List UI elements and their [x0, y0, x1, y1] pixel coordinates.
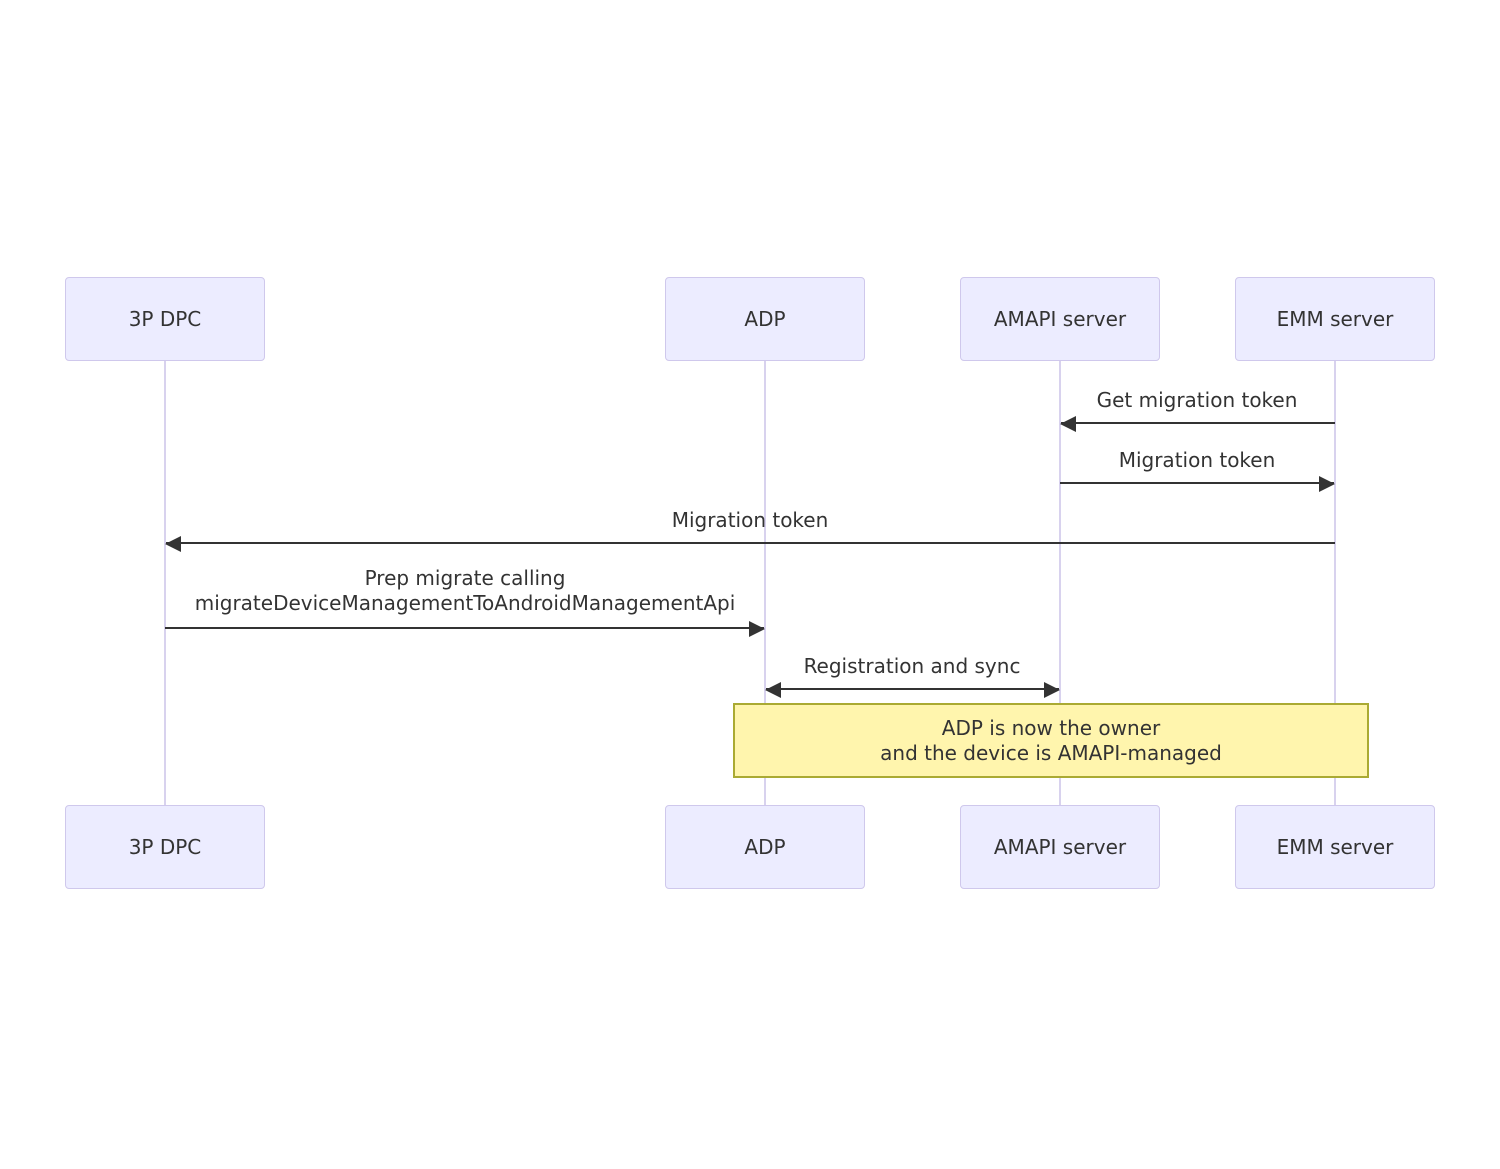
arrowhead-right-icon — [1319, 476, 1335, 492]
message-arrow-prep-migrate — [165, 621, 765, 637]
actor-bottom-adp: ADP — [665, 805, 865, 889]
message-arrow-migration-token-to-dpc — [165, 536, 1335, 552]
lifeline-adp — [764, 360, 766, 806]
message-arrow-migration-token-return — [1060, 476, 1335, 492]
actor-top-emm-server: EMM server — [1235, 277, 1435, 361]
actor-top-3p-dpc: 3P DPC — [65, 277, 265, 361]
actor-bottom-3p-dpc: 3P DPC — [65, 805, 265, 889]
message-label-migration-token-to-dpc: Migration token — [671, 508, 829, 532]
note-line2: and the device is AMAPI-managed — [880, 740, 1222, 765]
lifeline-amapi-server — [1059, 360, 1061, 806]
actor-top-adp: ADP — [665, 277, 865, 361]
actor-top-amapi-server: AMAPI server — [960, 277, 1160, 361]
lifeline-emm-server — [1334, 360, 1336, 806]
lifeline-3p-dpc — [164, 360, 166, 806]
message-label-registration-and-sync: Registration and sync — [803, 654, 1021, 678]
note-line1: ADP is now the owner — [941, 715, 1161, 740]
note-adp-owner: ADP is now the owner and the device is A… — [733, 703, 1369, 778]
arrowhead-right-icon — [1044, 682, 1060, 698]
actor-bottom-emm-server: EMM server — [1235, 805, 1435, 889]
arrowhead-right-icon — [749, 621, 765, 637]
message-arrow-get-migration-token — [1060, 416, 1335, 432]
message-arrow-registration-and-sync — [765, 682, 1060, 698]
arrowhead-left-icon — [1060, 416, 1076, 432]
message-label-migration-token-return: Migration token — [1118, 448, 1276, 472]
message-label-prep-migrate-line1: Prep migrate calling — [364, 566, 566, 590]
arrowhead-left-icon — [165, 536, 181, 552]
message-label-get-migration-token: Get migration token — [1096, 388, 1298, 412]
actor-bottom-amapi-server: AMAPI server — [960, 805, 1160, 889]
message-label-prep-migrate-line2: migrateDeviceManagementToAndroidManageme… — [194, 591, 736, 615]
arrowhead-left-icon — [765, 682, 781, 698]
message-label-prep-migrate: Prep migrate calling migrateDeviceManage… — [195, 566, 736, 616]
